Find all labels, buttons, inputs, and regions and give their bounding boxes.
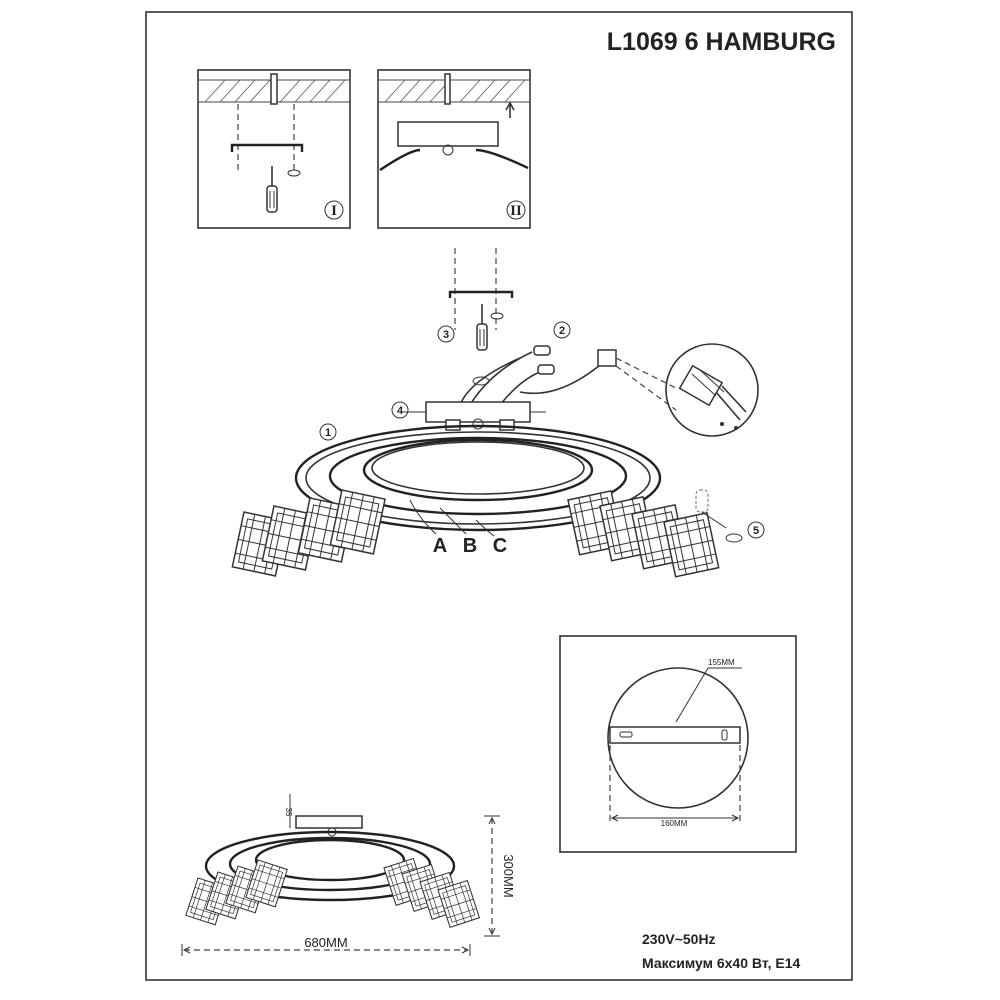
connector-icon [537,364,555,375]
left-shade-cluster [231,489,386,577]
terminal-block-detail [678,364,747,430]
overall-height-dim: 300MM [501,854,516,897]
sheet-border [145,11,853,981]
glass-shade [245,859,288,908]
canopy-plate [397,121,499,147]
screwdriver-icon [266,165,278,213]
step-5-marker: 5 [753,525,759,537]
plate-dim-bottom: 160MM [661,819,688,828]
step-I-label: I [331,203,337,219]
connector-icon [533,345,551,356]
glass-shade [329,489,386,555]
ring-label-a: A [433,535,447,557]
side-right-shades [383,857,480,928]
product-title: L1069 6 HAMBURG [607,28,836,56]
step-4-marker: 4 [397,405,404,417]
canopy-height-dim: 35 [284,808,293,817]
spec-max-power: Максимум 6x40 Вт, E14 [642,955,801,971]
right-shade-cluster [567,490,720,578]
ceiling-hatch [204,79,346,103]
mounting-plate-panel: 155MM 160MM [559,635,797,853]
ring-label-c: C [493,535,507,557]
step-II-panel: II [377,69,531,229]
canopy-side [295,815,363,829]
plate-dim-top: 155MM [708,658,735,667]
ring-b [328,436,628,516]
step-2-marker: 2 [559,325,565,337]
step-1-marker: 1 [325,427,331,439]
terminal-block-icon [597,349,617,367]
screw-icon [287,169,301,177]
glass-shade [663,512,720,578]
ring-label-b: B [463,535,477,557]
main-assembly-drawing: 3 2 4 1 5 [231,248,765,578]
step-I-panel: I [197,69,351,229]
spec-voltage: 230V~50Hz [642,931,716,947]
bulb-detail [695,489,743,543]
ceiling-cutout [607,667,749,809]
wire-bundle [459,351,607,406]
step-II-label: II [510,203,522,219]
glass-shade [437,879,480,928]
assembled-side-view: 35 680MM 300MM [181,794,516,956]
side-left-shades [185,859,288,926]
mounting-plate [609,726,741,744]
overall-width-dim: 680MM [304,935,347,950]
ring-c [294,424,662,532]
ring-a [362,438,594,502]
screwdriver-icon [476,303,488,351]
step-3-marker: 3 [443,329,449,341]
terminal-detail-callout [665,343,759,437]
